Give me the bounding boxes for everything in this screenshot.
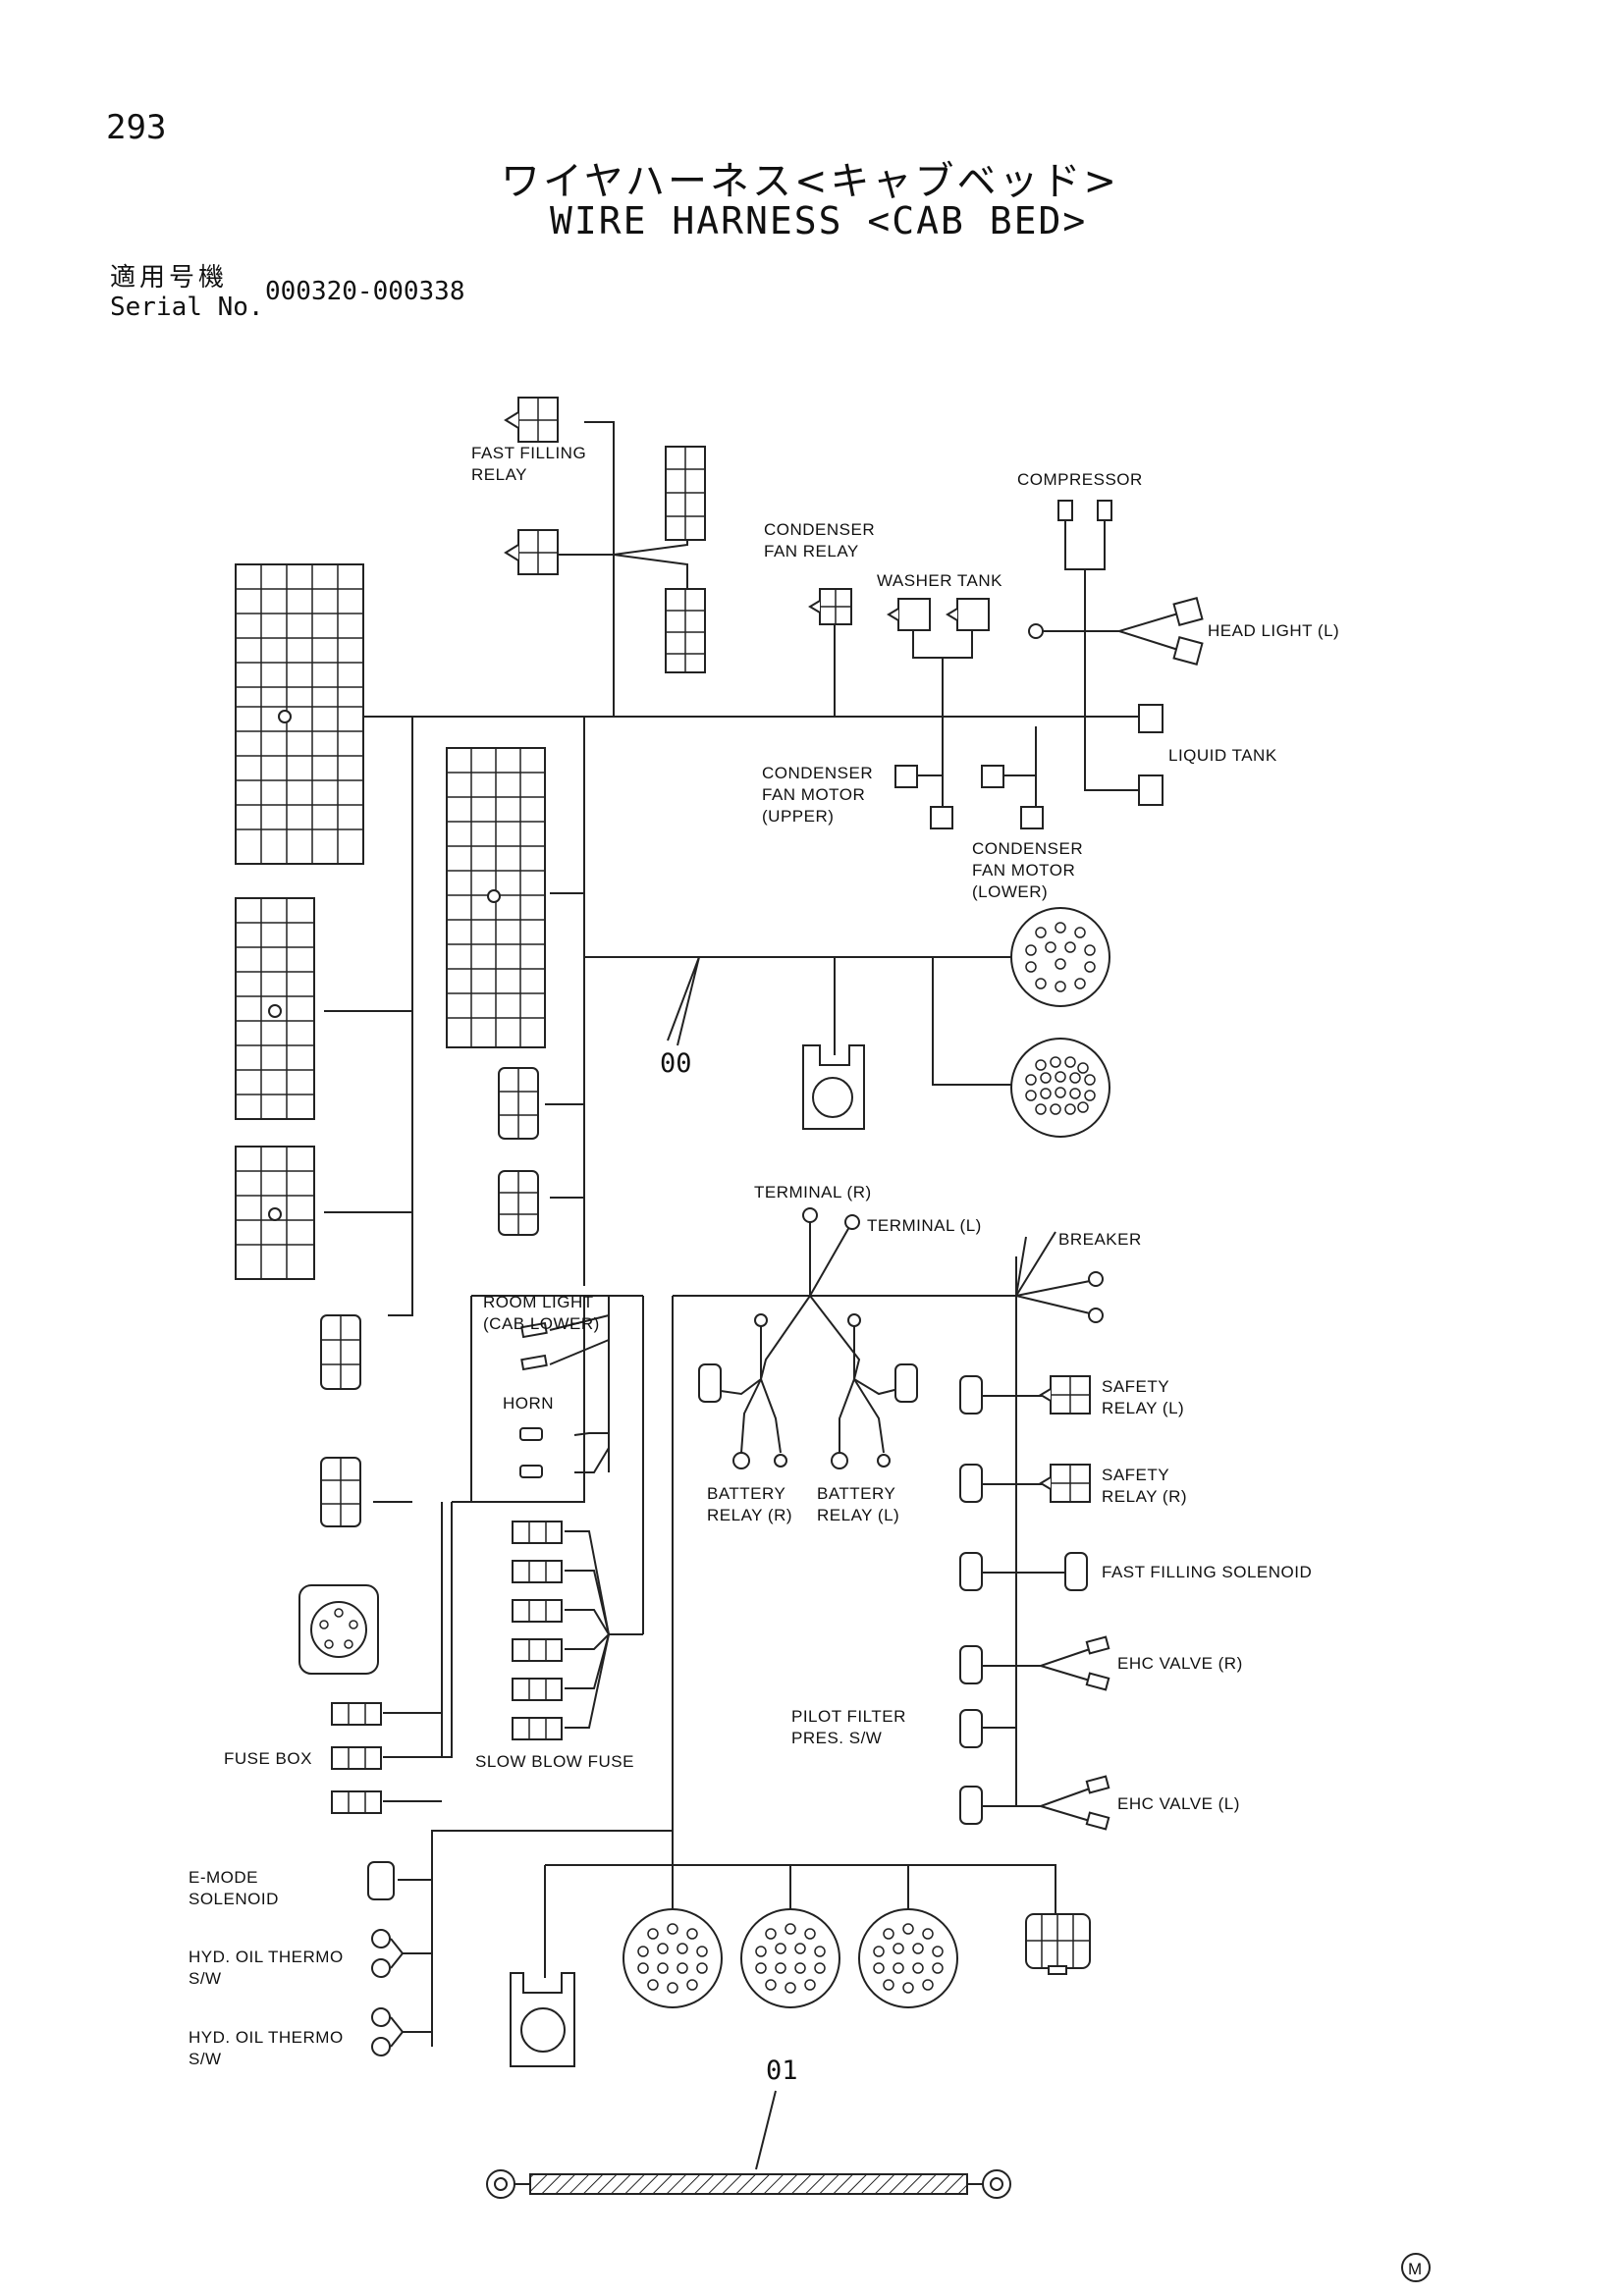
right-side-connectors <box>959 1375 1110 1831</box>
bottom-left-connectors <box>367 1861 395 2056</box>
label-battery-relay-l-2: RELAY (L) <box>817 1506 899 1524</box>
label-safety-relay-l-1: SAFETY <box>1102 1377 1169 1396</box>
connector-block-left-small <box>235 1146 315 1280</box>
label-breaker: BREAKER <box>1058 1230 1142 1249</box>
label-part-01: 01 <box>766 2056 798 2086</box>
label-hyd-oil-thermo-2b: S/W <box>189 2050 222 2068</box>
label-washer-tank: WASHER TANK <box>877 571 1002 590</box>
title-english: WIRE HARNESS <CAB BED> <box>550 199 1088 242</box>
title-japanese: ワイヤハーネス<キャブベッド> <box>501 159 1120 204</box>
serial-range: 000320-000338 <box>265 277 465 306</box>
corner-m-mark: M <box>1401 2253 1431 2282</box>
label-fast-filling-solenoid: FAST FILLING SOLENOID <box>1102 1563 1312 1581</box>
label-pilot-filter-1: PILOT FILTER <box>791 1707 906 1726</box>
fast-filling-relay-connectors <box>504 397 706 673</box>
label-room-light-2: (CAB LOWER) <box>483 1314 600 1333</box>
label-pilot-filter-2: PRES. S/W <box>791 1729 882 1747</box>
label-condenser-fan-relay-1: CONDENSER <box>764 520 875 539</box>
label-terminal-l: TERMINAL (L) <box>867 1216 982 1235</box>
label-hyd-oil-thermo-1a: HYD. OIL THERMO <box>189 1948 344 1966</box>
label-ehc-valve-r: EHC VALVE (R) <box>1117 1654 1243 1673</box>
label-e-mode-solenoid-2: SOLENOID <box>189 1890 279 1908</box>
label-cfm-lower-1: CONDENSER <box>972 839 1083 858</box>
slow-blow-fuse-connectors <box>512 1521 563 1740</box>
label-battery-relay-l-1: BATTERY <box>817 1484 895 1503</box>
label-hyd-oil-thermo-2a: HYD. OIL THERMO <box>189 2028 344 2047</box>
battery-relay-connectors <box>698 1313 918 1469</box>
terminal-breaker-connectors <box>802 1207 1104 1323</box>
component-labels: FAST FILLING RELAY COMPRESSOR CONDENSER … <box>189 444 1339 2086</box>
washer-tank-connectors <box>887 598 990 631</box>
label-fast-filling-relay-1: FAST FILLING <box>471 444 586 462</box>
head-light-connector <box>1028 597 1204 666</box>
connector-block-left-middle <box>235 897 315 1120</box>
ground-strap-part-01 <box>486 2169 1011 2199</box>
label-condenser-fan-relay-2: FAN RELAY <box>764 542 859 561</box>
bottom-square-connector <box>1025 1913 1091 1975</box>
bottom-round-connector-2 <box>740 1908 840 2008</box>
bottom-ground-connector <box>510 1972 575 2067</box>
serial-label-japanese: 適用号機 <box>110 263 229 293</box>
round-plate-connector-left <box>298 1584 379 1675</box>
condenser-fan-relay-connector <box>808 588 852 625</box>
harness-wires <box>324 421 1179 2170</box>
label-cfm-lower-3: (LOWER) <box>972 882 1048 901</box>
label-terminal-r: TERMINAL (R) <box>754 1183 872 1201</box>
label-cfm-upper-3: (UPPER) <box>762 807 834 826</box>
label-room-light-1: ROOM LIGHT <box>483 1293 594 1311</box>
round-connector-upper-1 <box>1010 907 1110 1007</box>
label-battery-relay-r-2: RELAY (R) <box>707 1506 792 1524</box>
condenser-fan-motor-connectors <box>894 765 1044 829</box>
label-compressor: COMPRESSOR <box>1017 470 1143 489</box>
label-battery-relay-r-1: BATTERY <box>707 1484 785 1503</box>
bottom-round-connector-1 <box>623 1908 723 2008</box>
connector-block-left-large <box>235 563 364 865</box>
room-light-horn-connectors <box>519 1321 548 1478</box>
label-head-light-l: HEAD LIGHT (L) <box>1208 621 1339 640</box>
label-safety-relay-l-2: RELAY (L) <box>1102 1399 1184 1417</box>
label-cfm-lower-2: FAN MOTOR <box>972 861 1075 880</box>
label-safety-relay-r-1: SAFETY <box>1102 1466 1169 1484</box>
bottom-round-connector-3 <box>858 1908 958 2008</box>
connector-block-center <box>446 747 546 1048</box>
compressor-connector <box>1057 500 1112 521</box>
fuse-box-connectors <box>331 1702 382 1814</box>
svg-text:M: M <box>1408 2260 1423 2278</box>
label-cfm-upper-2: FAN MOTOR <box>762 785 865 804</box>
left-small-connectors <box>320 1067 539 1527</box>
label-slow-blow-fuse: SLOW BLOW FUSE <box>475 1752 634 1771</box>
label-liquid-tank: LIQUID TANK <box>1168 746 1277 765</box>
page-number: 293 <box>106 108 167 147</box>
ground-connector-middle <box>802 1044 865 1130</box>
label-e-mode-solenoid-1: E-MODE <box>189 1868 258 1887</box>
serial-label-english: Serial No. <box>110 293 264 322</box>
liquid-tank-connector <box>1138 704 1164 806</box>
label-horn: HORN <box>503 1394 554 1413</box>
label-part-00: 00 <box>660 1048 692 1079</box>
label-fuse-box: FUSE BOX <box>224 1749 312 1768</box>
label-cfm-upper-1: CONDENSER <box>762 764 873 782</box>
label-hyd-oil-thermo-1b: S/W <box>189 1969 222 1988</box>
label-fast-filling-relay-2: RELAY <box>471 465 527 484</box>
label-safety-relay-r-2: RELAY (R) <box>1102 1487 1187 1506</box>
label-ehc-valve-l: EHC VALVE (L) <box>1117 1794 1240 1813</box>
round-connector-upper-2 <box>1010 1038 1110 1138</box>
